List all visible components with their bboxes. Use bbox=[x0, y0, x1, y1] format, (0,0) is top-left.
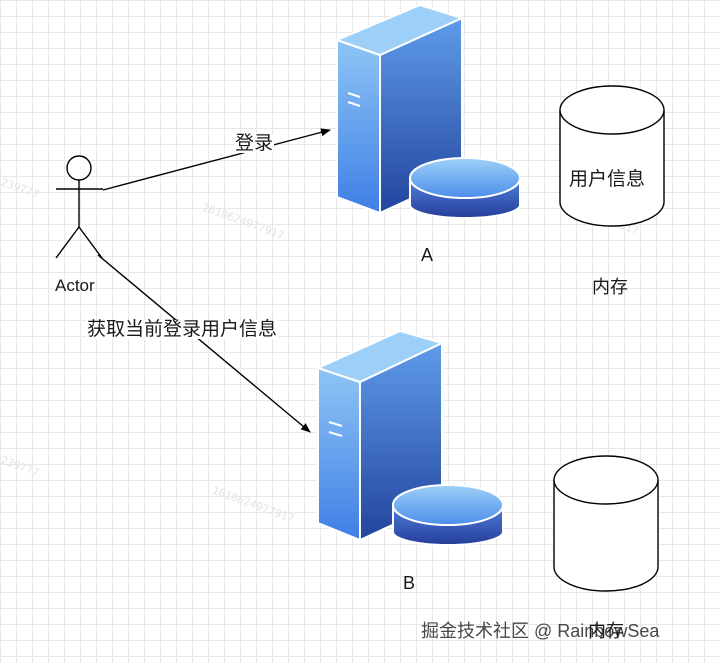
actor-label: Actor bbox=[55, 276, 95, 295]
get-user-info-arrow[interactable] bbox=[97, 254, 311, 433]
login-arrow[interactable] bbox=[102, 128, 331, 191]
server-b-icon[interactable] bbox=[315, 329, 504, 546]
login-edge-label: 登录 bbox=[234, 133, 275, 154]
server-a-icon[interactable] bbox=[334, 3, 521, 219]
memory-caption-top: 内存 bbox=[592, 277, 628, 297]
footer-watermark: 掘金技术社区 @ RainbowSea bbox=[421, 621, 660, 641]
server-b-label: B bbox=[403, 573, 416, 593]
memory-cylinder-bottom[interactable] bbox=[553, 455, 659, 592]
get-user-info-edge-label: 获取当前登录用户信息 bbox=[86, 319, 279, 340]
memory-cylinder-top[interactable] bbox=[559, 85, 665, 227]
server-a-label: A bbox=[421, 245, 434, 265]
actor-figure[interactable] bbox=[55, 155, 103, 259]
user-info-label: 用户信息 bbox=[569, 169, 646, 190]
memory-caption-bottom: 内存 bbox=[588, 621, 624, 641]
